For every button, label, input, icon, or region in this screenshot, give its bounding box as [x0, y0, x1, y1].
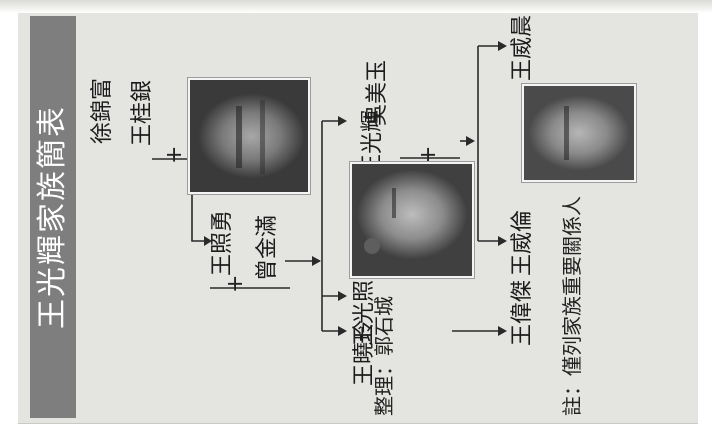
gen3-arrow-3 — [338, 116, 347, 126]
gen2-stem-arrow — [312, 256, 321, 266]
gen4-weilun-name: 王威倫 — [510, 209, 535, 276]
page-edge-shadow — [0, 0, 712, 13]
gen1-wife-name: 徐錦富 — [90, 77, 115, 144]
gen3-arrow-2 — [338, 291, 347, 301]
gen4-weichen-name: 王威晨 — [510, 14, 535, 81]
weijie-arrow — [498, 326, 507, 336]
flower-badge-portrait-photo — [350, 162, 474, 278]
table-note: 註：僅列家族重要關係人 — [560, 196, 584, 416]
gen2-husband-name: 王照勇 — [210, 209, 235, 276]
gen1-arrowhead — [204, 236, 212, 246]
gen1-plus-sign: + — [162, 145, 187, 164]
young-portrait-photo — [522, 84, 636, 182]
elder-portrait-photo — [188, 78, 310, 194]
gen4-weijie-name: 王偉傑 — [510, 279, 535, 346]
gen2-wife-name: 曾金滿 — [255, 214, 280, 281]
gen2-plus-sign: + — [223, 274, 248, 293]
gen3-arrow-1 — [338, 326, 347, 336]
gen1-husband-name: 王桂銀 — [130, 79, 155, 146]
gen4-arrow-a — [498, 236, 507, 246]
compiler-credit: 整理：郭石城 — [372, 296, 396, 416]
gen3-wife-name: 吳美玉 — [365, 59, 390, 126]
gen3-stem-arrow — [466, 136, 475, 146]
gen4-arrow-b — [498, 41, 507, 51]
